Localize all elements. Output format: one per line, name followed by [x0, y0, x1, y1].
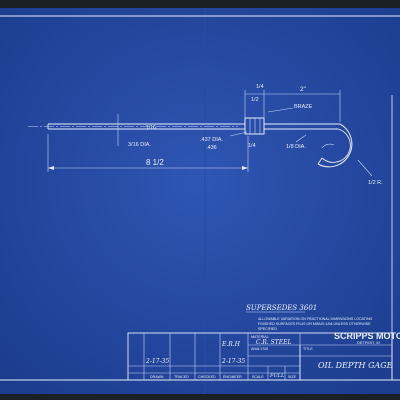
tb-scale-value: FULL	[269, 373, 285, 379]
dim-top-right: 2"	[300, 86, 307, 93]
hook-inner	[321, 128, 351, 163]
label-braze: BRAZE	[294, 104, 313, 110]
note-supersedes: SUPERSEDES 3601	[246, 304, 317, 312]
dim-collar-dia-2: .436	[206, 145, 217, 151]
tb-company: SCRIPPS MOTO	[334, 331, 400, 341]
leader-braze	[267, 107, 294, 113]
tb-label-traced: TRACED	[174, 375, 189, 379]
arrow-left	[48, 166, 54, 170]
dim-rod-length: 8 1/2	[146, 158, 164, 167]
leader-handle	[295, 134, 307, 143]
dim-handle-width: 1/8 DIA.	[286, 144, 306, 150]
tb-label-scale: SCALE	[252, 375, 264, 379]
gage-part-drawing: 8 1/2 3/16 DIA. .437 DIA. .436 1/4 1/2 1…	[28, 84, 383, 186]
tb-drawn-date: 2-17-35	[145, 358, 169, 365]
dim-top-left: 1/4	[256, 84, 264, 90]
tb-material-value: C.R. STEEL	[256, 339, 291, 346]
dim-handle-radius: 1/2 R.	[368, 180, 383, 186]
dim-collar-offset: 1/2	[251, 97, 259, 103]
dim-collar-dia-1: .437 DIA.	[200, 137, 223, 143]
tolerance-line-1: ALLOWABLE VARIATION ON FRACTIONAL DIMENS…	[258, 317, 373, 321]
tolerance-line-2: FINISHED SURFACES PLUS OR MINUS 1/64 UNL…	[258, 322, 371, 326]
collar	[244, 117, 265, 135]
title-block: DRAWN TRACED CHECKED ENGINEER SCALE SIZE…	[127, 331, 400, 381]
tb-engineer-initials: E.R.H	[221, 341, 241, 348]
tb-title-label: TITLE	[303, 347, 313, 351]
dim-extra-mark: 1/16	[146, 125, 156, 131]
dim-rod-dia: 3/16 DIA.	[128, 142, 151, 148]
tolerance-line-3: SPECIFIED	[258, 327, 277, 331]
tb-label-checked: CHECKED	[198, 375, 216, 379]
tb-label-drawn: DRAWN	[150, 375, 164, 379]
blueprint-paper	[0, 8, 400, 394]
dim-collar-width: 1/4	[248, 143, 256, 149]
leader-collar-dia	[229, 131, 248, 137]
tb-material-label: MATERIAL	[251, 335, 269, 339]
arrow-right	[242, 166, 248, 170]
tb-label-size: SIZE	[288, 375, 297, 379]
tb-analysis-label: ANALYSIS	[251, 347, 269, 351]
hook-detail	[321, 143, 335, 149]
leader-radius	[357, 159, 373, 177]
title-block-frame	[127, 332, 393, 381]
tb-engineer-date: 2-17-35	[221, 358, 245, 365]
hook-outer	[317, 123, 353, 168]
tb-city: DETROIT, M	[357, 340, 380, 345]
hook-end	[317, 157, 323, 165]
tb-title-value: OIL DEPTH GAGE	[318, 361, 393, 370]
tb-label-engineer: ENGINEER	[223, 375, 242, 379]
